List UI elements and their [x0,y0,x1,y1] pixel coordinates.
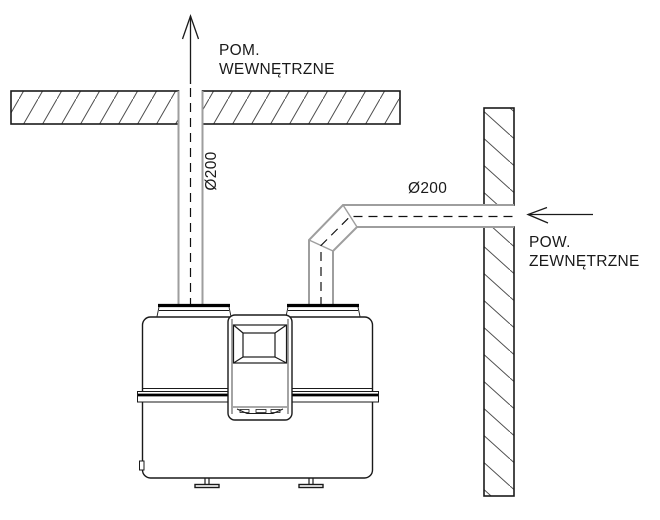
panel-handle [233,406,287,414]
elbow-seam-upper [342,204,358,228]
intake-centerline [320,215,514,306]
outdoor-air-label-line1: POW. [529,234,571,251]
exterior-wall [483,107,515,497]
indoor-air-label-line1: POM. [219,42,260,59]
ceiling-beam [10,90,401,125]
exhaust-duct-diameter-label: Ø200 [203,151,220,190]
duct-collar-left [156,303,232,317]
outdoor-air-label-line2: ZEWNĘTRZNE [529,253,640,270]
exhaust-duct [177,91,204,306]
airflow-arrow-left [526,206,593,224]
duct-collar-right [285,303,361,317]
display-screen [242,332,276,358]
airflow-arrow-up [181,14,200,84]
intake-duct-diameter-label: Ø200 [408,180,447,197]
control-panel [227,314,293,421]
display-bezel [232,324,288,364]
unit-foot-right [298,478,324,489]
indoor-air-label-line2: WEWNĘTRZNE [219,61,335,78]
recuperator-unit [137,303,379,489]
side-latch [139,460,145,471]
unit-foot-left [194,478,220,489]
annotations: POM. WEWNĘTRZNE Ø200 Ø200 POW. ZEWNĘTRZN… [203,42,640,270]
duct-centerlines [189,88,514,306]
